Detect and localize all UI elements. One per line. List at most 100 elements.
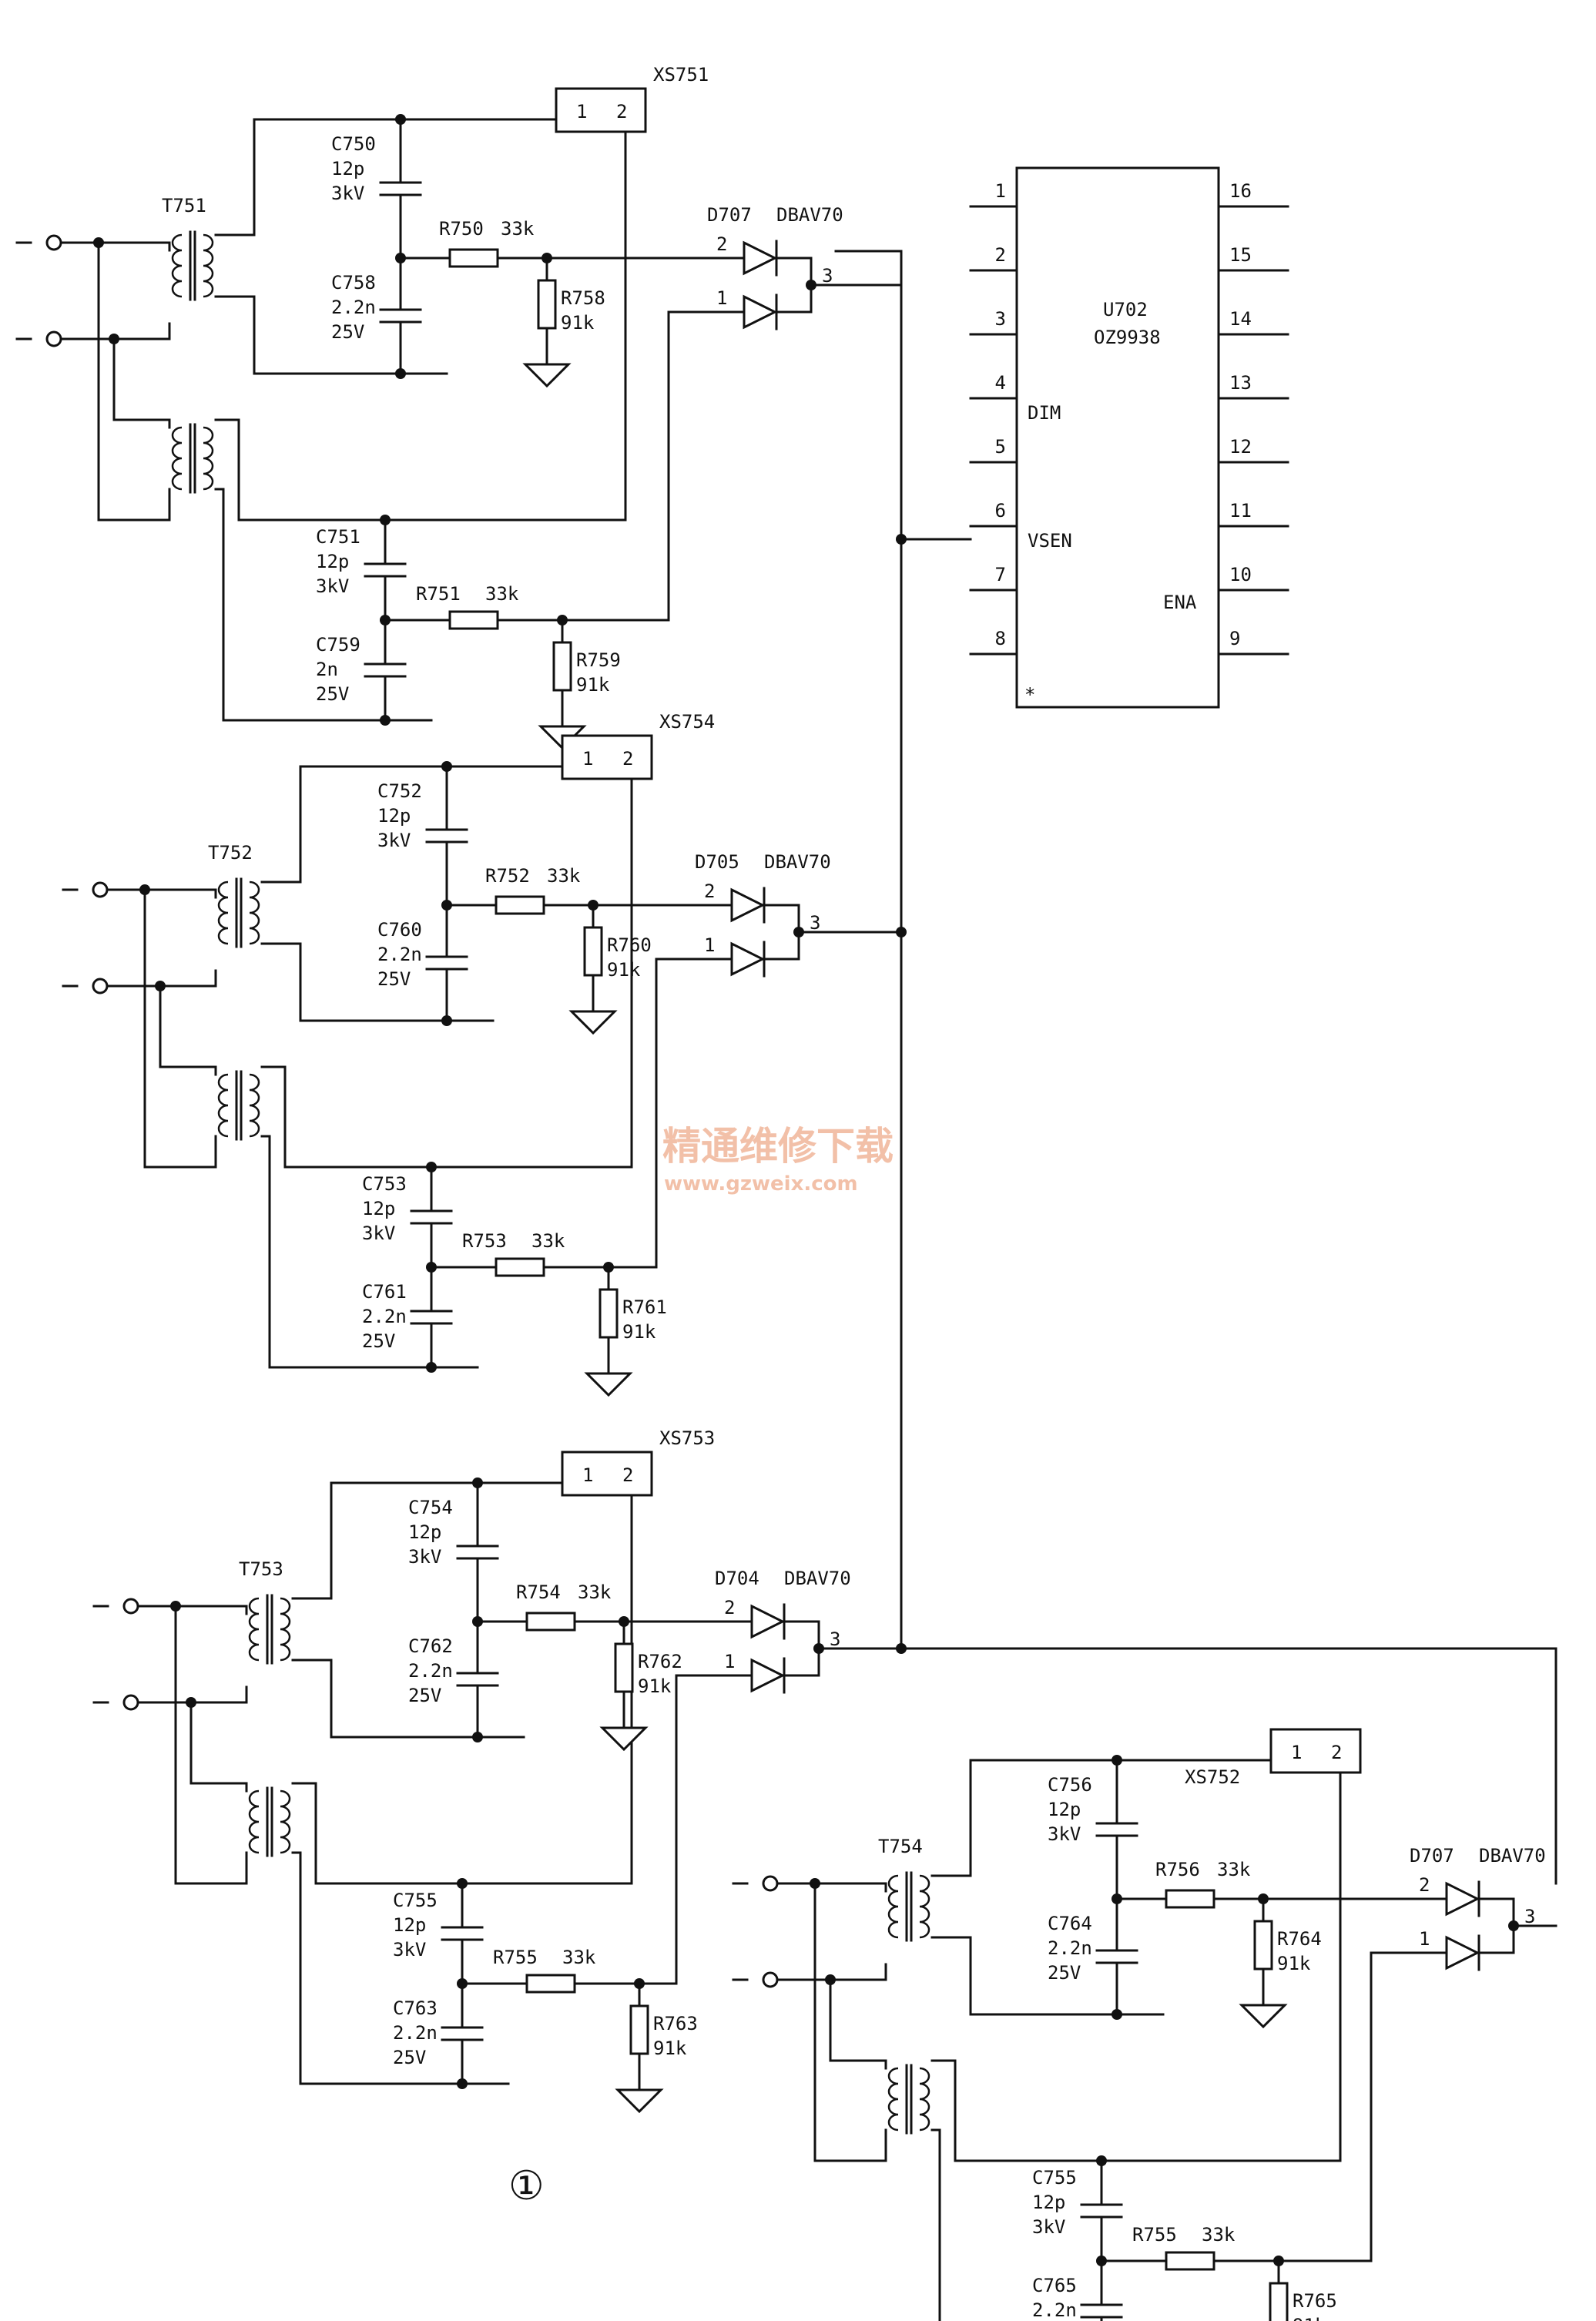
wire	[813, 1882, 887, 2162]
ic-mark: *	[1024, 684, 1035, 706]
cap-voltage: 25V	[1048, 1962, 1081, 1984]
resistor-value: 33k	[562, 1947, 596, 1968]
cap-voltage: 3kV	[1048, 1823, 1081, 1845]
resistor-value: 33k	[485, 583, 519, 605]
ground-icon	[568, 1010, 618, 1035]
input-terminal[interactable]	[122, 1598, 139, 1615]
resistor-symbol	[448, 610, 499, 630]
bus-to-ch4	[900, 1647, 1557, 1885]
resistor-ref: R751	[416, 583, 461, 605]
ic-part: OZ9938	[1094, 327, 1161, 348]
cap-value: 2.2n	[1048, 1937, 1092, 1959]
junction-dot	[441, 1015, 452, 1026]
input-terminal[interactable]	[92, 978, 109, 994]
cap-value: 12p	[1048, 1799, 1081, 1820]
junction-dot	[896, 927, 907, 937]
wire	[214, 295, 448, 375]
input-terminal[interactable]	[762, 1875, 779, 1892]
transformer-ref: T754	[878, 1836, 923, 1857]
resistor-symbol	[598, 1288, 619, 1339]
wire	[930, 1936, 1165, 2016]
cap-value: 12p	[316, 551, 349, 572]
cap-voltage: 25V	[408, 1685, 441, 1706]
diode-pin-label: 1	[724, 1651, 735, 1672]
resistor-value: 91k	[1293, 2315, 1326, 2321]
resistor-ref: R760	[607, 934, 652, 956]
resistor-value: 33k	[531, 1230, 565, 1252]
diode-pin-label: 3	[810, 912, 820, 934]
cap-ref: C756	[1048, 1774, 1092, 1796]
ic-pin-number: 14	[1229, 308, 1252, 330]
ic-ref: U702	[1103, 299, 1148, 320]
wire	[638, 1674, 753, 1985]
ic-pin-number: 16	[1229, 180, 1252, 202]
transformer-winding	[919, 1874, 930, 1939]
resistor-ref: R752	[485, 865, 530, 887]
cap-voltage: 3kV	[316, 575, 349, 597]
resistor-ref: R763	[653, 2013, 698, 2034]
resistor-symbol	[552, 641, 572, 692]
wire	[106, 888, 217, 899]
resistor-symbol	[1269, 2282, 1289, 2321]
cap-ref: C759	[316, 634, 360, 656]
wire	[214, 118, 402, 236]
resistor-symbol	[448, 248, 499, 268]
ic-pin-number: 9	[1229, 628, 1240, 649]
resistor-symbol	[1165, 1889, 1215, 1909]
junction-dot	[896, 1643, 907, 1654]
wire	[776, 1882, 887, 1893]
connector-body	[1269, 1728, 1362, 1774]
input-terminal[interactable]	[762, 1971, 779, 1988]
resistor-ref: R755	[1132, 2224, 1177, 2246]
connector-body	[555, 87, 647, 133]
diode-pin-label: 1	[1419, 1928, 1430, 1950]
diode-pin-label: 1	[704, 934, 715, 956]
wire	[159, 984, 217, 1076]
transformer-ref: T751	[162, 195, 206, 216]
wire	[112, 337, 171, 429]
connector-pin-label: 2	[622, 1464, 633, 1486]
wire	[776, 1963, 887, 1981]
transformer-winding	[248, 1597, 260, 1662]
ic-pin-name: VSEN	[1028, 530, 1072, 552]
cap-voltage: 3kV	[331, 183, 364, 204]
transformer-winding	[248, 1789, 260, 1854]
cap-value: 12p	[408, 1521, 441, 1543]
input-terminal[interactable]	[45, 234, 62, 251]
wire	[136, 1605, 248, 1615]
diode-pin-label: 1	[716, 287, 727, 309]
connector-pin-label: 1	[582, 748, 593, 770]
resistor-symbol	[614, 1642, 634, 1693]
resistor-value: 91k	[576, 674, 610, 696]
wire	[430, 777, 633, 1169]
input-terminal[interactable]	[45, 330, 62, 347]
ground-icon	[615, 2088, 664, 2114]
junction-dot	[896, 534, 907, 545]
wire	[260, 1135, 479, 1369]
input-terminal[interactable]	[122, 1694, 139, 1711]
ic-pin-number: 6	[995, 500, 1006, 522]
junction-dot	[426, 1362, 437, 1373]
diode-pin-label: 2	[704, 880, 715, 902]
diode-symbol	[1445, 1881, 1480, 1917]
junction-dot	[395, 368, 406, 379]
transformer-winding	[887, 2067, 899, 2131]
diode-part: DBAV70	[764, 851, 831, 873]
diode-ref: D705	[695, 851, 739, 873]
transformer-winding	[217, 1073, 229, 1138]
diode-symbol	[1445, 1935, 1480, 1971]
diode-symbol	[730, 887, 766, 923]
wire	[1277, 1951, 1448, 2262]
ic-pin-number: 4	[995, 372, 1006, 394]
ground-icon	[1239, 2004, 1288, 2029]
wire	[829, 1978, 887, 2070]
resistor-symbol	[583, 926, 603, 977]
resistor-value: 91k	[638, 1675, 672, 1697]
input-terminal[interactable]	[92, 881, 109, 898]
ic-pin-number: 15	[1229, 244, 1252, 266]
cap-ref: C763	[393, 1997, 438, 2019]
wire	[97, 241, 171, 522]
cap-voltage: 25V	[393, 2047, 426, 2068]
resistor-ref: R750	[439, 218, 484, 240]
ic-pin-number: 1	[995, 180, 1006, 202]
